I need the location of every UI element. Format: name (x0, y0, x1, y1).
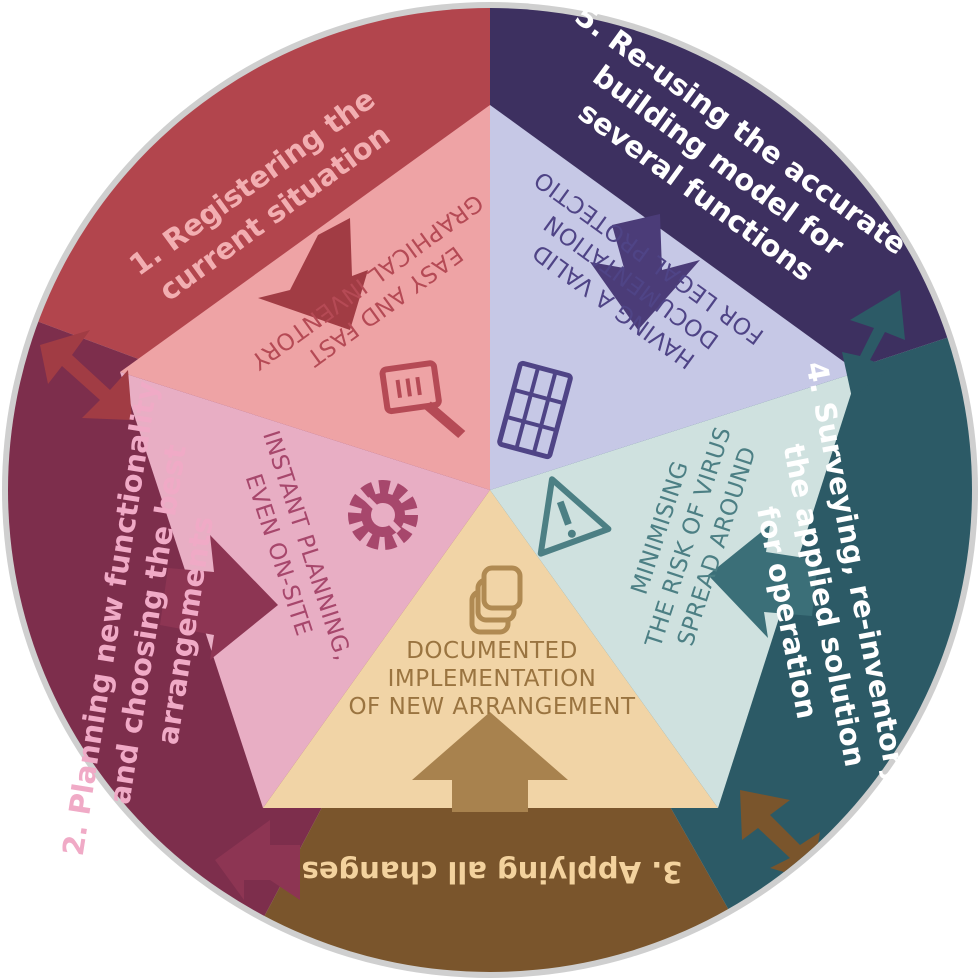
outer-label-3-line-1: 3. Applying all changes (302, 855, 683, 889)
arrow-2 (160, 535, 278, 660)
inner-label-3-line-3: OF NEW ARRANGEMENT (348, 694, 636, 720)
connector-3-4 (740, 790, 820, 880)
sector-5-inner (490, 105, 858, 490)
building-plan-icon (497, 360, 573, 460)
arrow-5 (590, 214, 700, 330)
arrow-4 (708, 525, 818, 638)
sector-4-inner (490, 372, 858, 808)
connector-4-5 (842, 290, 905, 398)
arrow-3 (412, 712, 568, 812)
connector-1-2 (40, 330, 132, 420)
connector-2-3 (215, 820, 300, 900)
gear-wrench-icon (348, 480, 418, 550)
inner-label-3-line-1: DOCUMENTED (406, 638, 578, 664)
sector-2-inner (120, 372, 490, 808)
warning-triangle-icon (537, 476, 612, 557)
inner-label-3: DOCUMENTED IMPLEMENTATION OF NEW ARRANGE… (348, 638, 636, 720)
sector-3-inner (263, 490, 718, 808)
arrow-1 (258, 218, 368, 330)
tablet-pencil-icon (379, 360, 466, 439)
outer-label-3: 3. Applying all changes (302, 855, 683, 889)
inner-label-3-line-2: IMPLEMENTATION (388, 666, 597, 692)
stacked-documents-icon (469, 565, 523, 635)
